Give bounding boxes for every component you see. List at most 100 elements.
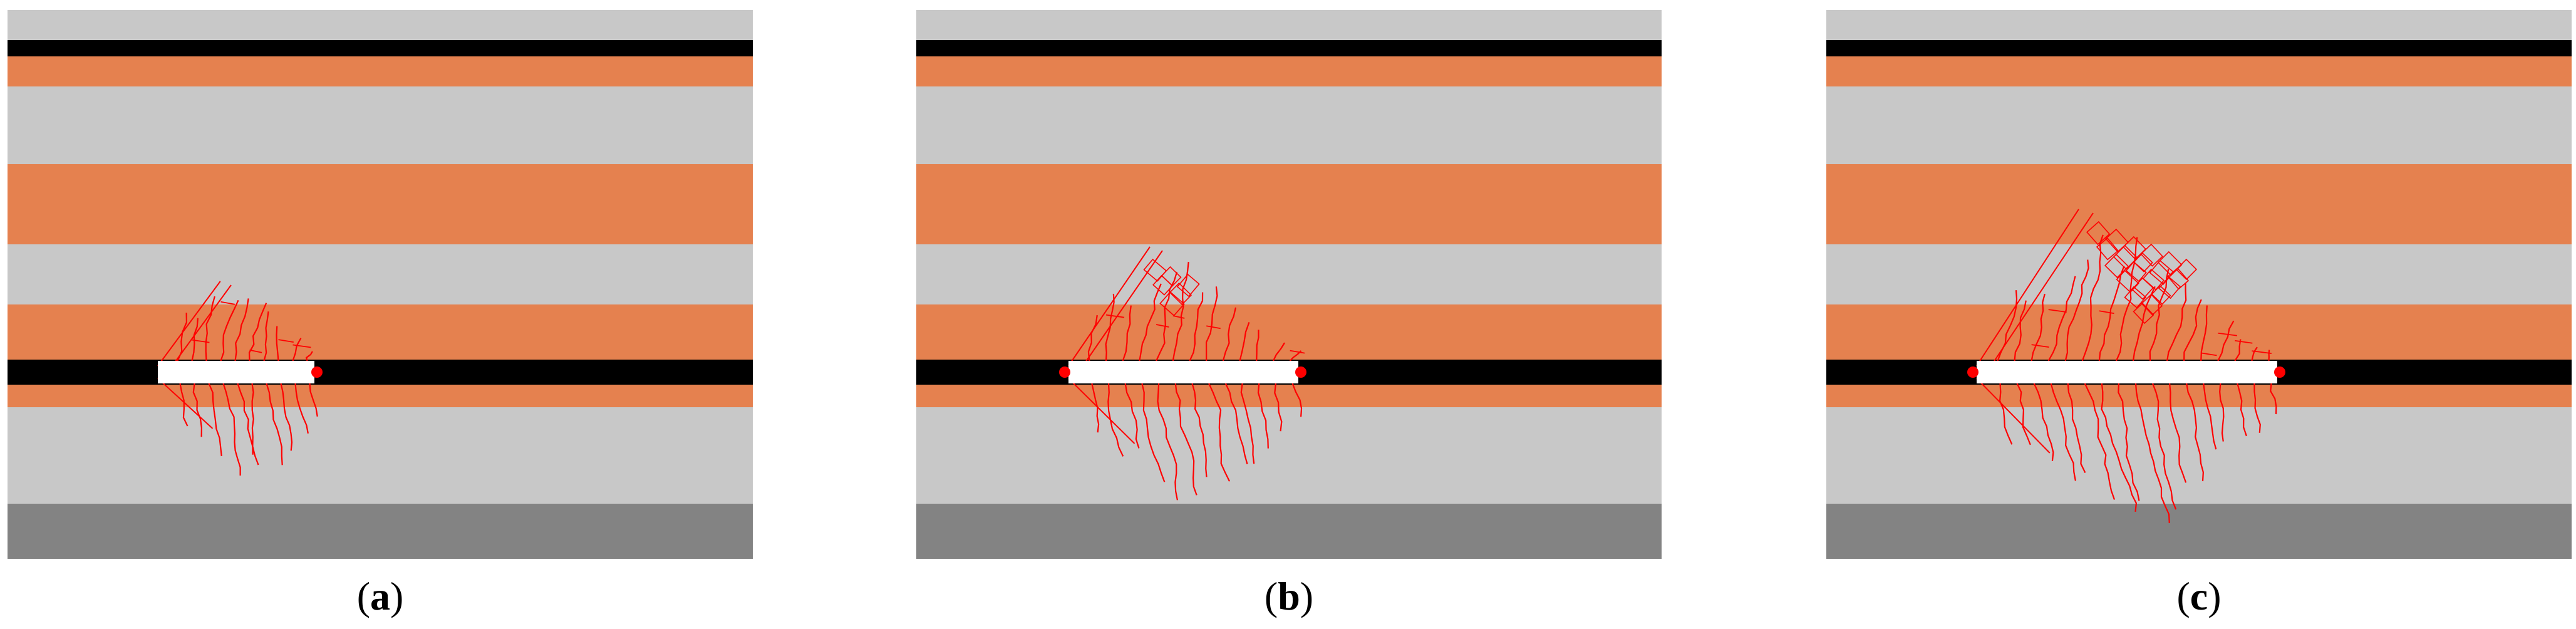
fracture-mesh-cell [2167,267,2190,290]
fracture-branch-down [2033,383,2054,462]
fracture-branch-down [1208,383,1231,482]
fracture-connector [292,344,311,348]
fracture-edge-upper-2 [1082,250,1163,366]
fracture-branch-up [1272,342,1285,361]
fracture-branch-down [192,383,202,437]
fracture-branch-down [1124,383,1140,449]
fracture-branch-down [237,383,259,465]
caption-a: (a) [8,571,753,621]
fracture-branch-down [2152,383,2177,510]
fracture-branch-down [1257,383,1269,449]
fracture-edge-upper-2 [172,284,232,366]
crack-opening [158,361,314,383]
fracture-branch-down [179,383,189,427]
fracture-branch-up [1105,293,1115,361]
middle-gray-layer [8,244,753,304]
upper-gray-layer [8,86,753,164]
top-gray-layer [916,10,1662,40]
fracture-branch-down [280,383,293,451]
fracture-branch-down [2118,383,2140,501]
fracture-edge-upper [157,281,221,366]
fracture-connector [2235,340,2253,344]
caption-b-letter: b [1278,574,1300,618]
caption-c-close: ) [2208,574,2222,618]
fracture-branch-down [1174,383,1197,496]
fracture-branch-up [2115,237,2138,361]
fracture-branch-down [1274,383,1283,432]
fracture-branch-down [2253,383,2261,433]
fracture-branch-down [2134,383,2170,523]
fracture-branch-down [208,383,222,457]
fracture-network [1068,246,1305,501]
fracture-mesh-cell [2141,293,2163,316]
fracture-branch-up [1189,292,1204,361]
caption-c: (c) [1826,571,2572,621]
caption-a-open: ( [356,574,370,618]
fracture-branch-down [2169,383,2187,483]
fracture-branch-down [266,383,283,465]
fracture-connector [2031,344,2049,348]
fracture-branch-up [248,303,267,361]
fracture-connector [2099,310,2114,314]
panel-c-diagram [1826,10,2572,559]
middle-gray-layer [916,244,1662,304]
fracture-branch-up [2200,305,2208,361]
fracture-connector [1206,325,1221,330]
fracture-branch-down [222,383,241,476]
top-orange-layer [1826,56,2572,86]
top-gray-layer [8,10,753,40]
fracture-branch-down [2219,383,2225,442]
fracture-branch-up [292,338,302,361]
fracture-network [157,281,318,476]
fracture-branch-down [2186,383,2204,482]
fracture-mesh-cell [1152,274,1174,296]
caption-b-close: ) [1300,574,1314,618]
fracture-branch-down [1107,383,1124,457]
caption-b: (b) [916,571,1662,621]
fracture-network [1976,209,2277,523]
fracture-branch-up [276,326,279,361]
fracture-branch-up [1205,286,1218,361]
upper-gray-layer [916,86,1662,164]
fracture-connector [1156,324,1169,328]
fracture-mesh-cell [2133,302,2154,325]
fracture-edge-upper-2 [1990,212,2094,366]
fracture-connector [1290,350,1305,354]
caption-c-open: ( [2176,574,2190,618]
fracture-branch-down [251,383,254,455]
fracture-branch-down [2101,383,2138,512]
fracture-mesh-cell [2104,253,2129,279]
fracture-branch-down [1141,383,1166,482]
fracture-edge-lower [1068,378,1135,444]
panel-b-diagram [916,10,1662,559]
top-black-layer [8,40,753,56]
fracture-branch-down [2050,383,2076,481]
fracture-edge-upper [1068,246,1151,366]
caption-c-letter: c [2190,574,2208,618]
top-orange-layer [8,56,753,86]
fracture-branch-down [1291,383,1303,417]
fracture-branch-up [191,318,199,361]
fracture-edge-upper [1976,209,2079,366]
fracture-connector [1172,315,1185,319]
fracture-branch-down [1999,383,2013,445]
fracture-branch-up [1087,314,1098,361]
fracture-branch-down [2203,383,2217,450]
crack-opening [1977,361,2277,383]
crack-tip-right [1295,366,1306,378]
fracture-connector [1105,314,1125,318]
fracture-connector [249,349,262,353]
crack-tip-left [1967,366,1979,378]
fracture-mesh-cell [1159,291,1185,316]
fracture-branch-up [2183,299,2202,361]
fracture-branch-up [220,299,239,361]
middle-orange-layer [1826,164,2572,244]
fracture-mesh-cell [1176,273,1200,298]
middle-gray-layer [1826,244,2572,304]
fracture-branch-down [1240,383,1255,464]
fracture-branch-up [2251,346,2258,361]
fracture-mesh-cell [2086,221,2111,246]
panel-a-diagram [8,10,753,559]
fracture-connector [2218,332,2238,336]
middle-orange-layer [8,164,753,244]
